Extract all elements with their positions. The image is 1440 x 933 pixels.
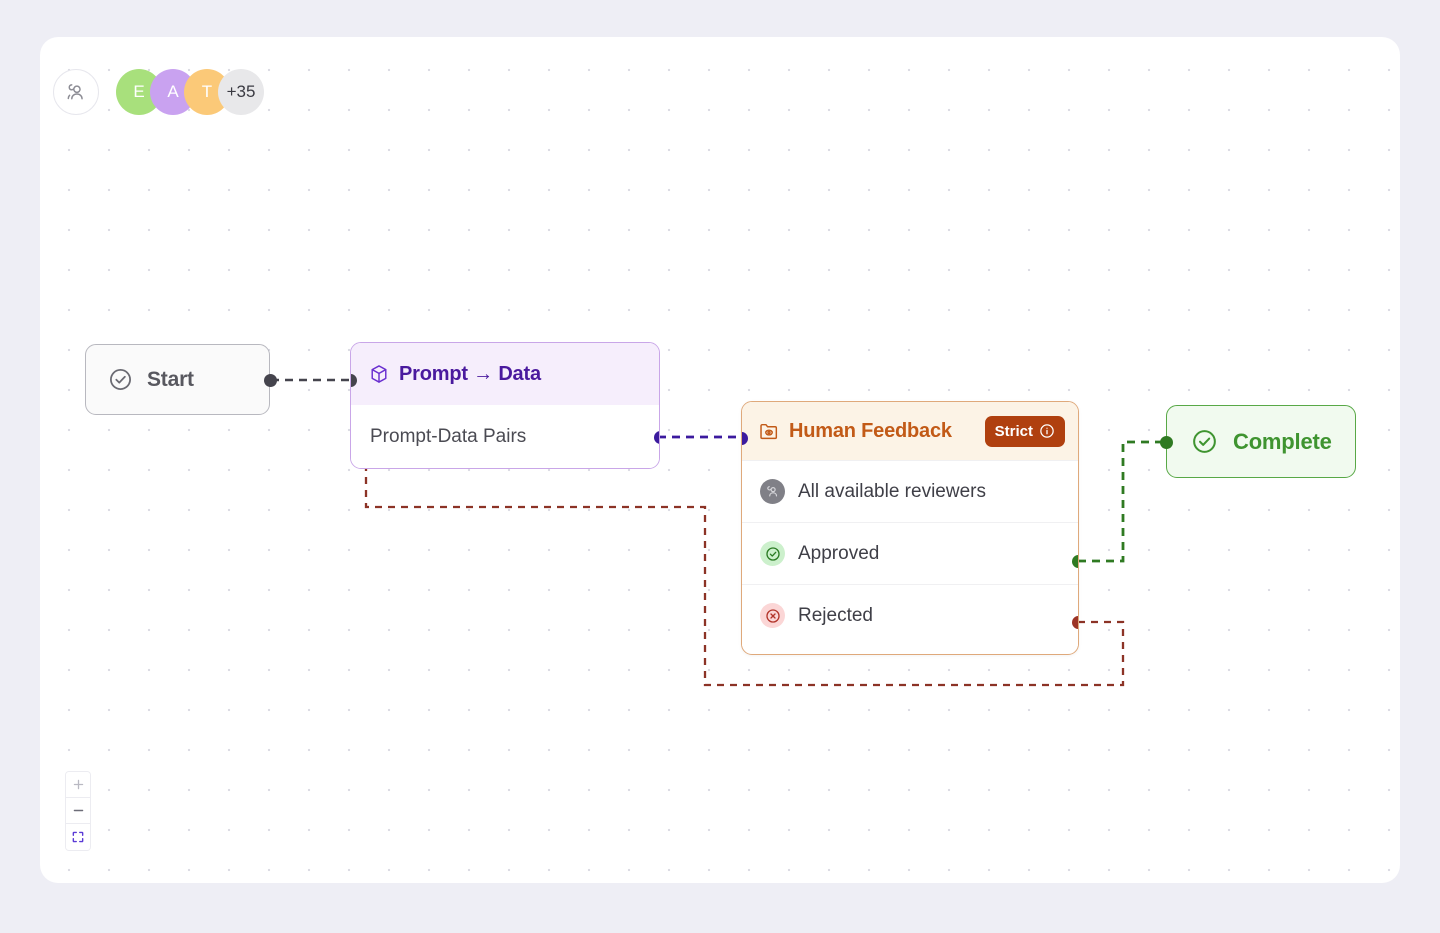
people-button[interactable] — [53, 69, 99, 115]
avatar-stack[interactable]: E A T +35 — [116, 69, 264, 115]
edge-approved-to-complete — [1078, 440, 1167, 563]
info-icon[interactable] — [1039, 423, 1055, 439]
node-prompt-row[interactable]: Prompt-Data Pairs — [351, 405, 659, 468]
handle-hf-rejected-output[interactable] — [1072, 616, 1078, 629]
hf-row-approved[interactable]: Approved — [742, 522, 1078, 584]
x-circle-icon — [760, 603, 785, 628]
hf-row-rejected-label: Rejected — [798, 604, 873, 626]
node-prompt-title: Prompt → Data — [399, 362, 541, 385]
hf-row-rejected[interactable]: Rejected — [742, 584, 1078, 646]
avatar-label: A — [167, 82, 179, 101]
strict-badge[interactable]: Strict — [984, 415, 1065, 447]
hf-row-reviewers-label: All available reviewers — [798, 480, 986, 502]
node-start[interactable]: Start — [85, 344, 277, 415]
avatar-overflow-count[interactable]: +35 — [218, 69, 264, 115]
zoom-controls[interactable] — [65, 771, 91, 851]
node-prompt-row-label: Prompt-Data Pairs — [370, 425, 527, 447]
check-circle-icon — [1193, 430, 1216, 453]
check-circle-icon — [760, 541, 785, 566]
folder-eye-icon — [760, 423, 778, 440]
reviewers-icon — [760, 479, 785, 504]
check-circle-icon — [110, 369, 131, 390]
users-icon — [67, 84, 83, 100]
node-hf-title: Human Feedback — [789, 419, 952, 442]
avatar-label: +35 — [226, 82, 256, 101]
fit-view-icon — [72, 831, 84, 843]
strict-badge-label: Strict — [994, 422, 1033, 440]
hf-row-approved-label: Approved — [798, 542, 880, 564]
handle-start-output[interactable] — [264, 374, 277, 387]
handle-hf-approved-output[interactable] — [1072, 555, 1078, 568]
minus-icon — [73, 809, 83, 812]
flow-canvas[interactable]: E A T +35 Start — [40, 37, 1400, 883]
plus-icon — [73, 779, 83, 790]
zoom-out-button[interactable] — [66, 798, 90, 824]
handle-hf-input[interactable] — [742, 432, 748, 445]
zoom-in-button[interactable] — [66, 772, 90, 798]
node-prompt-to-data[interactable]: Prompt → Data Prompt-Data Pairs — [350, 342, 660, 469]
fit-view-button[interactable] — [66, 824, 90, 850]
handle-prompt-input[interactable] — [351, 374, 357, 387]
avatar-label: T — [201, 82, 213, 101]
node-human-feedback[interactable]: Human Feedback Strict — [741, 401, 1079, 655]
box-icon — [371, 365, 387, 383]
hf-row-reviewers[interactable]: All available reviewers — [742, 460, 1078, 522]
avatar-label: E — [133, 82, 145, 101]
node-start-title: Start — [147, 367, 194, 391]
node-complete-title: Complete — [1233, 428, 1332, 454]
handle-prompt-output[interactable] — [654, 431, 659, 444]
node-complete[interactable]: Complete — [1160, 405, 1356, 478]
node-hf-header[interactable]: Human Feedback Strict — [742, 402, 1078, 460]
node-prompt-header[interactable]: Prompt → Data — [351, 343, 659, 405]
handle-complete-input[interactable] — [1160, 436, 1173, 449]
